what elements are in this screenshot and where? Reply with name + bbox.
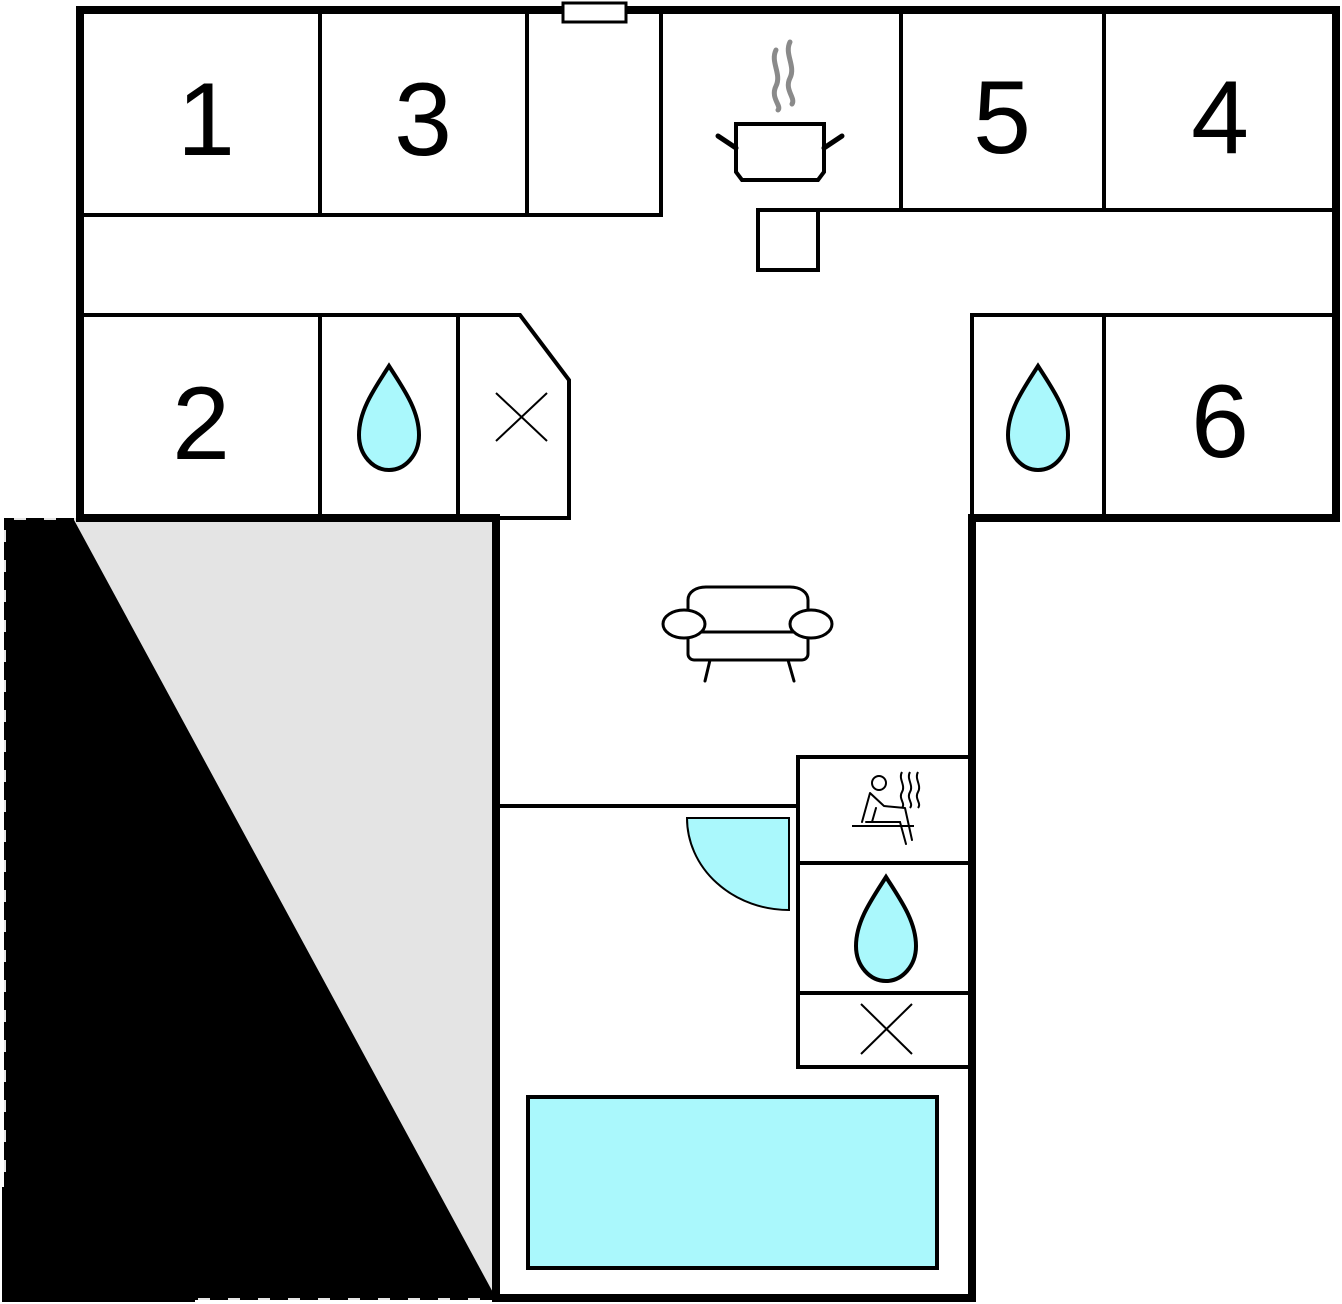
kitchen-counter — [756, 208, 820, 272]
water-drop-icon — [356, 362, 422, 473]
lower-toilet — [796, 991, 972, 1069]
room-label-6: 6 — [1191, 364, 1249, 480]
terrace-area — [4, 518, 496, 1300]
water-drop-icon — [1005, 362, 1071, 473]
door-swing — [685, 817, 790, 912]
terrace-dashed-edge — [4, 518, 496, 1300]
top-left-rooms — [80, 10, 663, 217]
cooking-pot-icon — [715, 39, 845, 182]
room-label-4: 4 — [1191, 60, 1249, 176]
mid-left-rooms — [80, 313, 571, 520]
sauna-room — [796, 755, 972, 865]
storage-box — [2, 1187, 195, 1302]
cross-icon — [495, 392, 548, 442]
mid-right-rooms — [970, 313, 1336, 518]
top-right-rooms — [818, 10, 1336, 212]
room-label-3: 3 — [394, 62, 452, 178]
window — [561, 1, 628, 24]
outer-wall — [76, 6, 1340, 1302]
room-label-2: 2 — [172, 366, 230, 482]
water-drop-icon — [853, 873, 919, 984]
room-label-5: 5 — [973, 60, 1031, 176]
pool-icon — [526, 1095, 939, 1270]
room-label-1: 1 — [177, 62, 235, 178]
sofa-icon — [661, 585, 834, 683]
cross-icon — [860, 1003, 913, 1055]
sauna-icon — [852, 771, 921, 845]
